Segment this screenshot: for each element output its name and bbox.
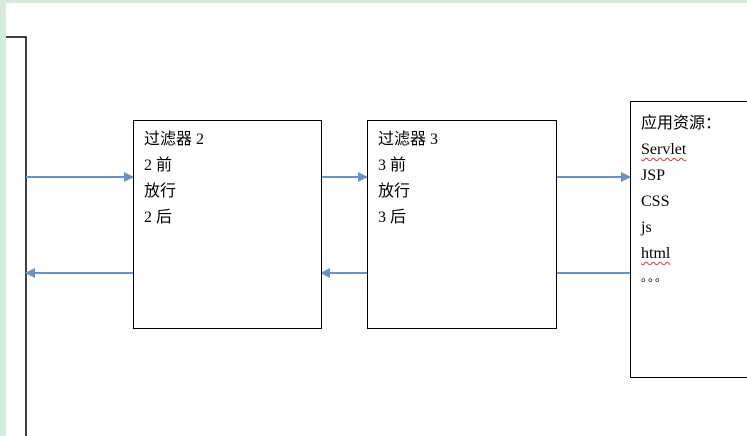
filter2-after: 2 后 <box>144 209 173 226</box>
resource-item-css: CSS <box>641 193 670 210</box>
filter3-before: 3 前 <box>378 157 407 174</box>
resource-item-jsp: JSP <box>641 167 666 184</box>
filter3-box: 过滤器 3 3 前 放行 3 后 <box>367 120 557 329</box>
previous-filter-box-edge <box>6 36 27 436</box>
filter2-pass: 放行 <box>144 183 177 200</box>
resource-item-html: html <box>641 245 671 262</box>
filter2-box: 过滤器 2 2 前 放行 2 后 <box>133 120 322 329</box>
window-left-edge <box>0 0 6 436</box>
resource-item-js: js <box>641 219 652 236</box>
resource-item-servlet: Servlet <box>641 141 687 158</box>
resource-item-more: 。。。 <box>641 270 669 284</box>
filter3-pass: 放行 <box>378 183 411 200</box>
resources-box: 应用资源： Servlet JSP CSS js html 。。。 <box>630 101 747 378</box>
window-top-edge <box>0 0 747 3</box>
filter3-after: 3 后 <box>378 209 407 226</box>
filter3-title: 过滤器 3 <box>378 131 439 148</box>
filter2-title: 过滤器 2 <box>144 131 205 148</box>
resources-title: 应用资源： <box>641 115 722 132</box>
filter2-before: 2 前 <box>144 157 173 174</box>
